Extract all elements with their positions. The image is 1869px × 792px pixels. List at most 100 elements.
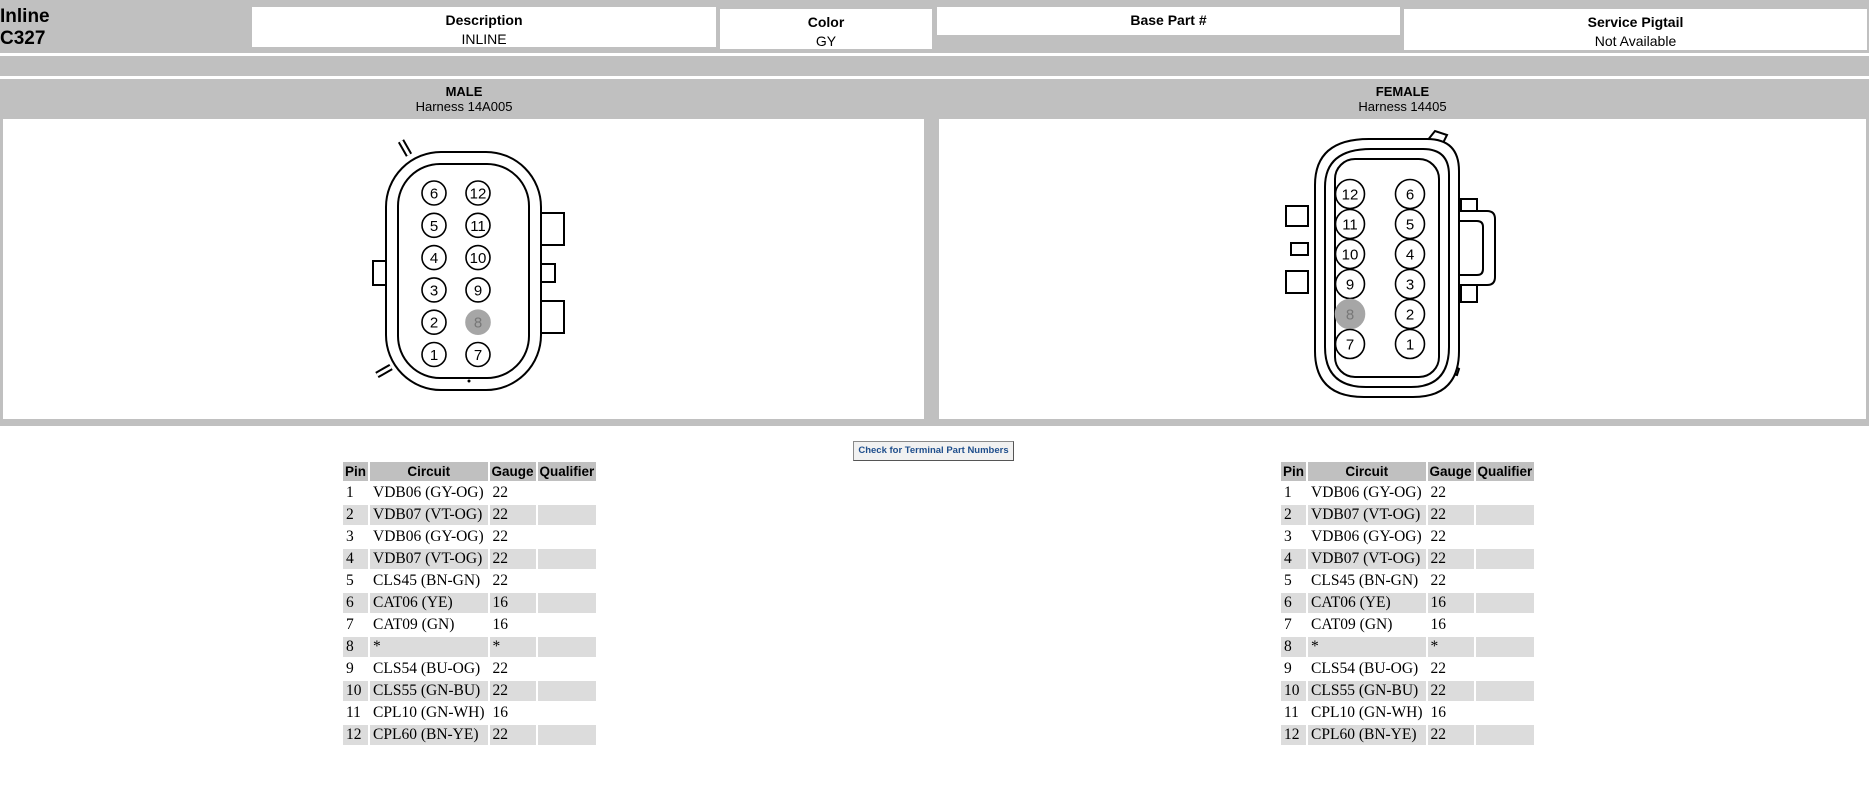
- circuit-cell: CPL10 (GN-WH): [1311, 704, 1423, 721]
- svg-text:8: 8: [1346, 307, 1354, 324]
- gauge-cell: 22: [489, 505, 536, 525]
- check-terminal-part-numbers-button[interactable]: Check for Terminal Part Numbers: [853, 441, 1014, 461]
- svg-text:2: 2: [430, 315, 438, 332]
- pin-2-icon: 2: [421, 309, 447, 335]
- circuit-cell: VDB06 (GY-OG): [1311, 484, 1422, 501]
- connector-views: MALE Harness 14A005 FEMALE Harness 14405…: [0, 79, 1869, 426]
- pin-5-icon: 5: [421, 212, 447, 239]
- pin-5-icon: 5: [1394, 208, 1426, 240]
- pin-11-icon: 11: [1334, 208, 1366, 240]
- circuit-cell: VDB06 (GY-OG): [373, 528, 484, 545]
- svg-text:7: 7: [1346, 337, 1354, 354]
- gauge-cell: 16: [492, 704, 509, 721]
- pin-cell: 12: [1281, 725, 1307, 745]
- pin-cell: 10: [1281, 681, 1307, 701]
- pin-cell: 6: [1281, 593, 1307, 613]
- qualifier-cell: [537, 725, 597, 745]
- svg-text:8: 8: [474, 315, 482, 332]
- column-header-gauge: Gauge: [1427, 462, 1474, 481]
- description-value: INLINE: [461, 31, 507, 47]
- qualifier-cell: [1475, 593, 1535, 613]
- table-row: 8**: [1281, 637, 1535, 657]
- gauge-cell: 16: [1427, 593, 1474, 613]
- circuit-cell: CLS55 (GN-BU): [1308, 681, 1426, 701]
- circuit-cell: CAT06 (YE): [370, 593, 488, 613]
- qualifier-cell: [538, 703, 597, 723]
- svg-text:10: 10: [1342, 247, 1359, 264]
- female-panel-header: FEMALE Harness 14405: [936, 84, 1869, 114]
- svg-text:9: 9: [474, 282, 482, 299]
- spacer-band: [0, 56, 1869, 76]
- connector-title: Inline C327: [0, 6, 50, 50]
- gauge-cell: *: [489, 637, 536, 657]
- qualifier-cell: [537, 593, 597, 613]
- svg-text:10: 10: [470, 250, 487, 267]
- qualifier-cell: [1476, 615, 1535, 635]
- circuit-cell: *: [1308, 637, 1426, 657]
- circuit-cell: CPL60 (BN-YE): [1308, 725, 1426, 745]
- column-header-pin: Pin: [1281, 462, 1307, 481]
- pin-cell: 12: [343, 725, 369, 745]
- gauge-cell: 22: [492, 572, 509, 589]
- circuit-cell: VDB06 (GY-OG): [373, 484, 484, 501]
- service-pigtail-value: Not Available: [1594, 33, 1677, 49]
- pin-cell: 2: [1281, 505, 1307, 525]
- color-cell: Color GY: [720, 9, 932, 49]
- description-cell: Description INLINE: [252, 7, 716, 47]
- male-harness-label: Harness 14A005: [415, 99, 513, 114]
- qualifier-cell: [537, 637, 597, 657]
- gauge-cell: 16: [1430, 704, 1447, 721]
- column-header-qualifier: Qualifier: [1475, 462, 1535, 481]
- qualifier-cell: [1476, 483, 1535, 503]
- svg-text:1: 1: [1406, 337, 1414, 354]
- pin-cell: 8: [1281, 637, 1307, 657]
- gauge-cell: 22: [492, 484, 509, 501]
- qualifier-cell: [1476, 659, 1535, 679]
- pin-cell: 9: [346, 660, 354, 677]
- divider: [0, 53, 1869, 56]
- description-label: Description: [445, 12, 523, 28]
- qualifier-cell: [1475, 505, 1535, 525]
- qualifier-cell: [538, 527, 597, 547]
- connector-id: C327: [0, 28, 46, 49]
- pin-cell: 6: [343, 593, 369, 613]
- pin-cell: 7: [1284, 616, 1292, 633]
- pin-7-icon: 7: [465, 341, 491, 368]
- svg-text:12: 12: [1342, 187, 1359, 204]
- pin-cell: 11: [1284, 704, 1299, 721]
- gauge-cell: 16: [492, 616, 509, 633]
- gauge-cell: 22: [492, 660, 509, 677]
- circuit-cell: VDB07 (VT-OG): [1308, 505, 1426, 525]
- svg-text:9: 9: [1346, 277, 1354, 294]
- svg-text:6: 6: [1406, 187, 1414, 204]
- gauge-cell: 22: [489, 681, 536, 701]
- svg-text:6: 6: [430, 186, 438, 203]
- qualifier-cell: [537, 681, 597, 701]
- circuit-cell: VDB06 (GY-OG): [1311, 528, 1422, 545]
- pin-cell: 8: [343, 637, 369, 657]
- circuit-cell: CLS45 (BN-GN): [1311, 572, 1419, 589]
- pin-1-icon: 1: [421, 341, 447, 368]
- service-pigtail-cell: Service Pigtail Not Available: [1404, 9, 1867, 50]
- svg-text:5: 5: [430, 218, 438, 235]
- circuit-cell: VDB07 (VT-OG): [370, 505, 488, 525]
- qualifier-cell: [1476, 571, 1535, 591]
- base-part-label: Base Part #: [1130, 12, 1207, 28]
- pin-cell: 5: [1284, 572, 1292, 589]
- male-gender-label: MALE: [445, 84, 483, 99]
- circuit-cell: CPL60 (BN-YE): [370, 725, 488, 745]
- column-header-qualifier: Qualifier: [537, 462, 597, 481]
- gauge-cell: 16: [489, 593, 536, 613]
- gauge-cell: 22: [1430, 572, 1447, 589]
